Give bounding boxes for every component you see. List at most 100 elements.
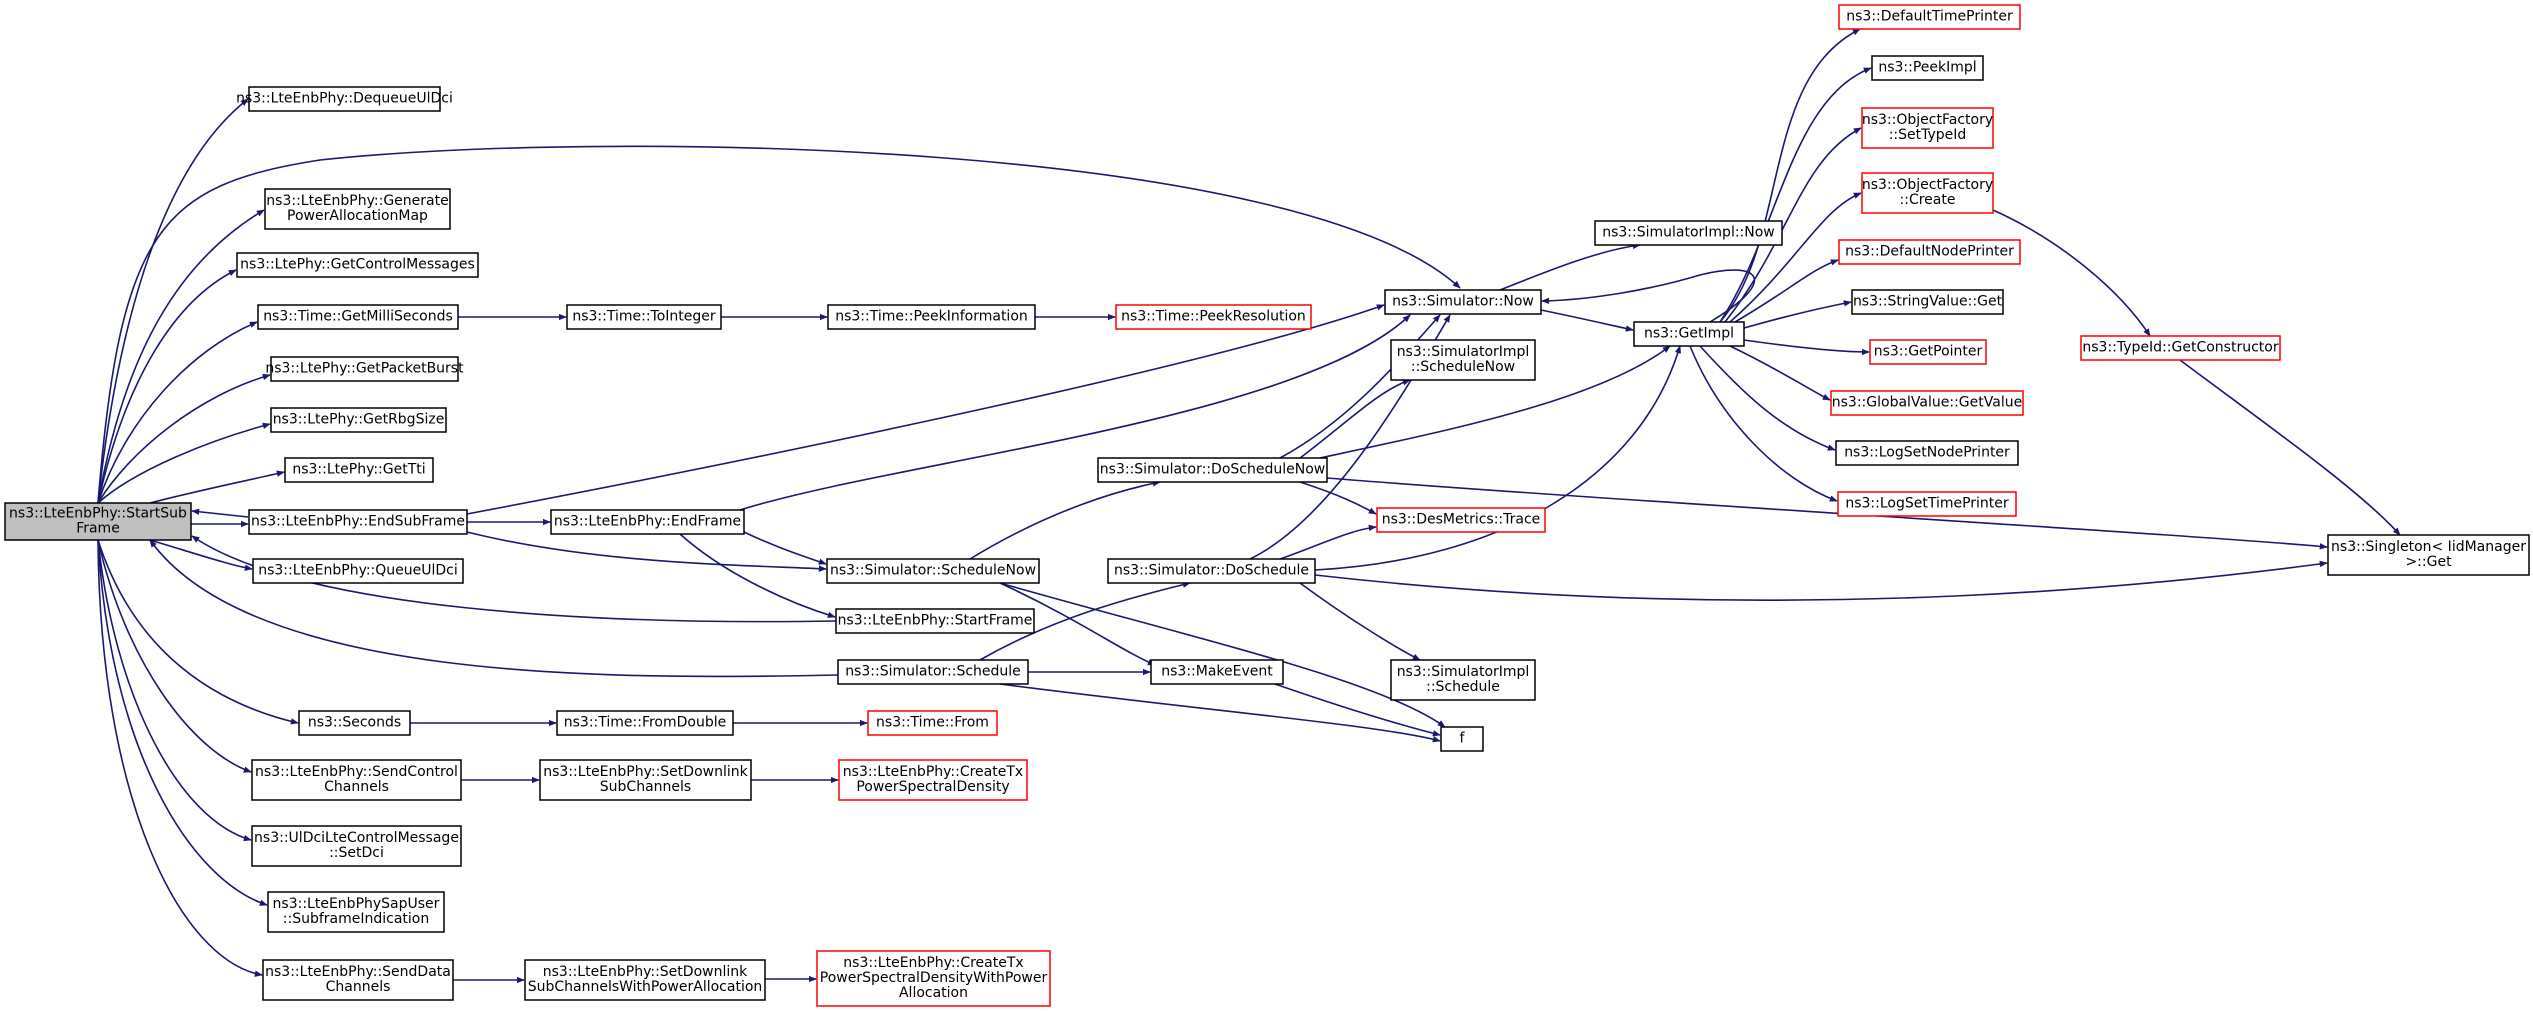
- node-box[interactable]: [1115, 304, 1312, 330]
- node-getctor[interactable]: ns3::TypeId::GetConstructor: [2080, 335, 2281, 361]
- node-box[interactable]: [251, 759, 462, 801]
- node-box[interactable]: [248, 509, 468, 535]
- node-peekimpl[interactable]: ns3::PeekImpl: [1871, 55, 1984, 81]
- node-peekres[interactable]: ns3::Time::PeekResolution: [1115, 304, 1312, 330]
- node-f[interactable]: f: [1440, 726, 1484, 752]
- node-startframe[interactable]: ns3::LteEnbPhy::StartFrame: [835, 608, 1035, 634]
- node-box[interactable]: [1861, 107, 1994, 149]
- node-box[interactable]: [556, 710, 734, 736]
- node-from[interactable]: ns3::Time::From: [867, 710, 998, 736]
- node-deftime[interactable]: ns3::DefaultTimePrinter: [1838, 4, 2021, 30]
- node-tti[interactable]: ns3::LtePhy::GetTti: [284, 457, 434, 483]
- node-queue[interactable]: ns3::LteEnbPhy::QueueUlDci: [252, 558, 464, 584]
- node-getctrl[interactable]: ns3::LtePhy::GetControlMessages: [236, 252, 479, 278]
- node-box[interactable]: [1384, 289, 1542, 315]
- node-box[interactable]: [1837, 491, 2017, 517]
- node-rbg[interactable]: ns3::LtePhy::GetRbgSize: [270, 407, 447, 433]
- node-box[interactable]: [4, 502, 192, 541]
- node-box[interactable]: [826, 558, 1040, 584]
- node-box[interactable]: [1869, 339, 1987, 365]
- node-box[interactable]: [1633, 321, 1745, 347]
- node-box[interactable]: [262, 959, 454, 1001]
- node-seconds[interactable]: ns3::Seconds: [298, 710, 411, 736]
- node-doschednow[interactable]: ns3::Simulator::DoScheduleNow: [1097, 457, 1328, 483]
- node-box[interactable]: [298, 710, 411, 736]
- node-box[interactable]: [264, 188, 451, 230]
- node-setdci[interactable]: ns3::UlDciLteControlMessage::SetDci: [251, 825, 462, 867]
- node-genpower[interactable]: ns3::LteEnbPhy::GeneratePowerAllocationM…: [264, 188, 451, 230]
- node-box[interactable]: [1097, 457, 1328, 483]
- node-box[interactable]: [1107, 558, 1316, 584]
- node-box[interactable]: [1861, 172, 1994, 214]
- node-makeevent[interactable]: ns3::MakeEvent: [1150, 659, 1284, 685]
- node-box[interactable]: [1871, 55, 1984, 81]
- node-fromdouble[interactable]: ns3::Time::FromDouble: [556, 710, 734, 736]
- node-box[interactable]: [248, 86, 441, 112]
- node-box[interactable]: [1838, 239, 2021, 265]
- node-box[interactable]: [251, 825, 462, 867]
- node-logtime[interactable]: ns3::LogSetTimePrinter: [1837, 491, 2017, 517]
- node-box[interactable]: [566, 304, 722, 330]
- node-simnow[interactable]: ns3::Simulator::Now: [1384, 289, 1542, 315]
- node-implsched[interactable]: ns3::SimulatorImpl::Schedule: [1390, 659, 1536, 701]
- node-defnode[interactable]: ns3::DefaultNodePrinter: [1838, 239, 2021, 265]
- node-dosched[interactable]: ns3::Simulator::DoSchedule: [1107, 558, 1316, 584]
- node-setdlpower[interactable]: ns3::LteEnbPhy::SetDownlinkSubChannelsWi…: [524, 959, 766, 1001]
- node-box[interactable]: [524, 959, 766, 1001]
- node-endsub[interactable]: ns3::LteEnbPhy::EndSubFrame: [248, 509, 468, 535]
- node-box[interactable]: [827, 304, 1036, 330]
- node-box[interactable]: [816, 950, 1051, 1007]
- node-box[interactable]: [1390, 339, 1536, 381]
- node-ofcreate[interactable]: ns3::ObjectFactory::Create: [1861, 172, 1994, 214]
- node-desmetrics[interactable]: ns3::DesMetrics::Trace: [1376, 507, 1546, 533]
- node-strget[interactable]: ns3::StringValue::Get: [1851, 289, 2004, 315]
- node-singleton[interactable]: ns3::Singleton< IidManager>::Get: [2327, 534, 2530, 576]
- node-createtxpower[interactable]: ns3::LteEnbPhy::CreateTxPowerSpectralDen…: [816, 950, 1051, 1007]
- node-box[interactable]: [1830, 390, 2024, 416]
- node-dequeue[interactable]: ns3::LteEnbPhy::DequeueUlDci: [236, 86, 453, 112]
- node-getimpl[interactable]: ns3::GetImpl: [1633, 321, 1745, 347]
- node-box[interactable]: [2327, 534, 2530, 576]
- node-createtx[interactable]: ns3::LteEnbPhy::CreateTxPowerSpectralDen…: [838, 759, 1028, 801]
- node-pktburst[interactable]: ns3::LtePhy::GetPacketBurst: [265, 356, 464, 382]
- node-box[interactable]: [837, 659, 1029, 685]
- node-subframeind[interactable]: ns3::LteEnbPhySapUser::SubframeIndicatio…: [267, 891, 445, 933]
- node-peekinfo[interactable]: ns3::Time::PeekInformation: [827, 304, 1036, 330]
- node-gvget[interactable]: ns3::GlobalValue::GetValue: [1830, 390, 2024, 416]
- node-box[interactable]: [1838, 4, 2021, 30]
- node-box[interactable]: [867, 710, 998, 736]
- node-box[interactable]: [838, 759, 1028, 801]
- node-box[interactable]: [252, 558, 464, 584]
- node-box[interactable]: [1835, 440, 2019, 466]
- node-schednow[interactable]: ns3::Simulator::ScheduleNow: [826, 558, 1040, 584]
- node-box[interactable]: [236, 252, 479, 278]
- node-box[interactable]: [2080, 335, 2281, 361]
- node-endframe[interactable]: ns3::LteEnbPhy::EndFrame: [550, 509, 745, 535]
- node-box[interactable]: [1376, 507, 1546, 533]
- node-box[interactable]: [267, 891, 445, 933]
- node-box[interactable]: [284, 457, 434, 483]
- node-box[interactable]: [270, 407, 447, 433]
- node-box[interactable]: [1150, 659, 1284, 685]
- node-box[interactable]: [835, 608, 1035, 634]
- node-box[interactable]: [257, 304, 459, 330]
- node-box[interactable]: [1594, 220, 1783, 246]
- node-getptr[interactable]: ns3::GetPointer: [1869, 339, 1987, 365]
- node-implnow[interactable]: ns3::SimulatorImpl::Now: [1594, 220, 1783, 246]
- node-box[interactable]: [270, 356, 459, 382]
- node-box[interactable]: [539, 759, 752, 801]
- node-implschednow[interactable]: ns3::SimulatorImpl::ScheduleNow: [1390, 339, 1536, 381]
- node-box[interactable]: [1390, 659, 1536, 701]
- node-ofsettype[interactable]: ns3::ObjectFactory::SetTypeId: [1861, 107, 1994, 149]
- node-toint[interactable]: ns3::Time::ToInteger: [566, 304, 722, 330]
- node-box[interactable]: [1851, 289, 2004, 315]
- node-box[interactable]: [1440, 726, 1484, 752]
- node-schedule[interactable]: ns3::Simulator::Schedule: [837, 659, 1029, 685]
- node-getms[interactable]: ns3::Time::GetMilliSeconds: [257, 304, 459, 330]
- node-box[interactable]: [550, 509, 745, 535]
- node-lognode[interactable]: ns3::LogSetNodePrinter: [1835, 440, 2019, 466]
